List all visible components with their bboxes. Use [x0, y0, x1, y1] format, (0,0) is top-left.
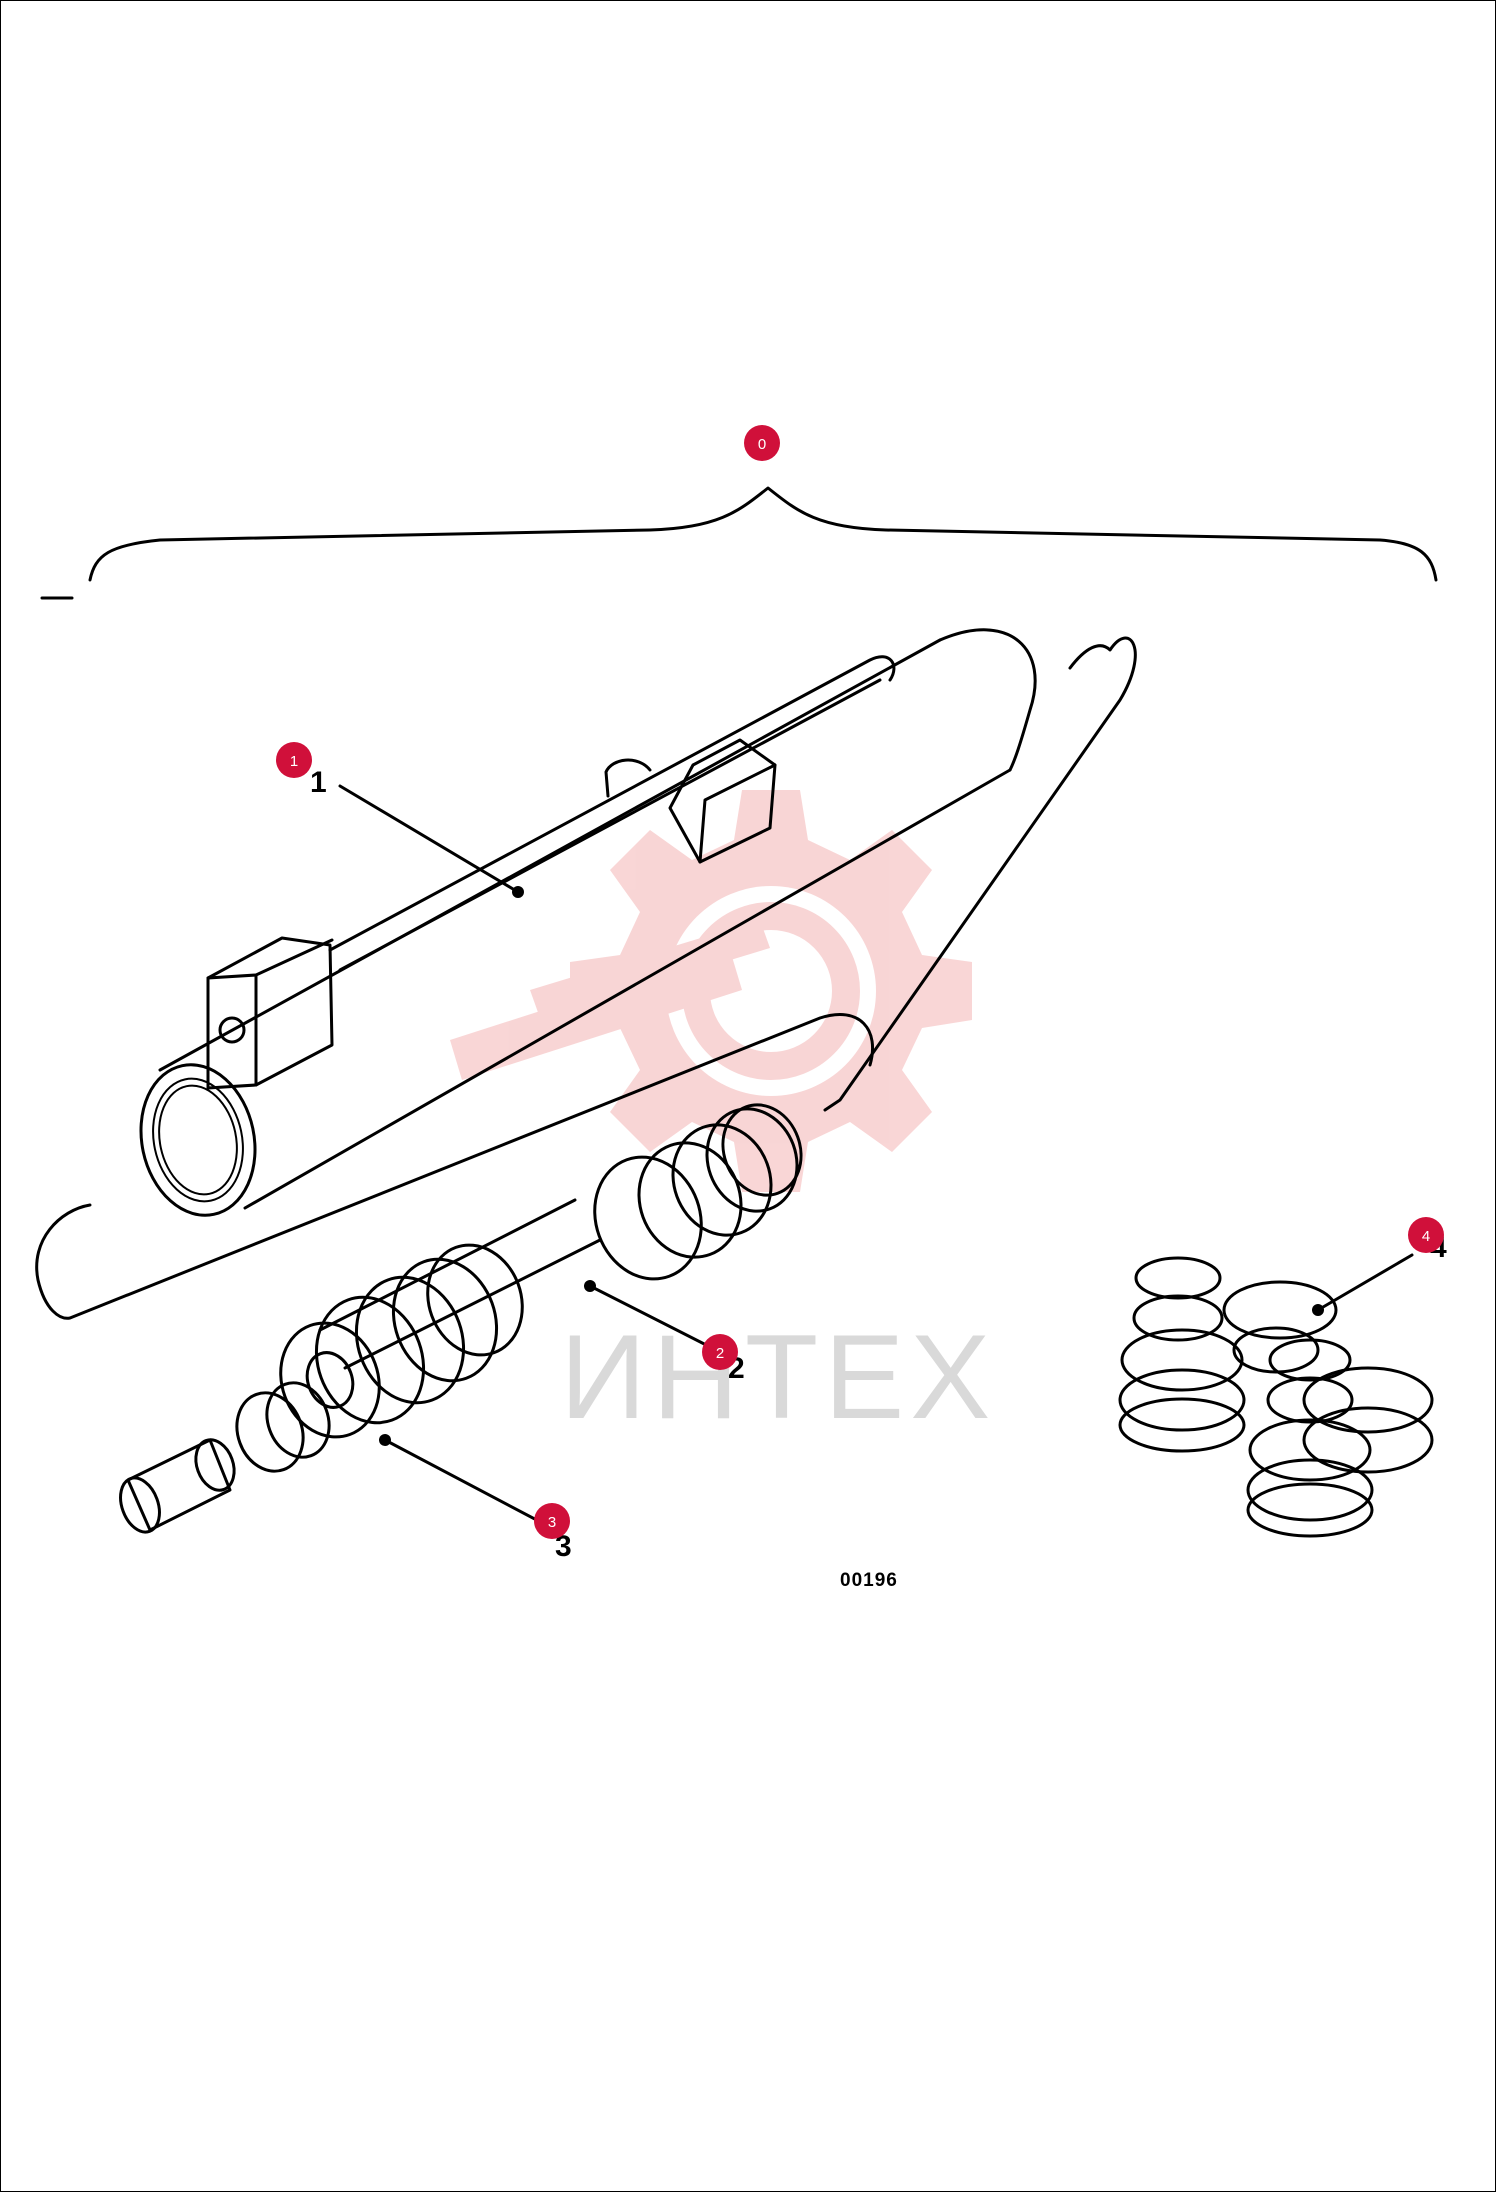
- retaining-wire-lower: [35, 1013, 875, 1320]
- part-number-3: 3: [555, 1530, 572, 1563]
- piston-rod-assembly: [318, 1103, 803, 1370]
- retaining-wire-upper: [823, 636, 1137, 1112]
- drawing-code: 00196: [840, 1570, 898, 1591]
- callout-marker-1[interactable]: 1: [276, 742, 312, 778]
- callout-marker-3[interactable]: 3: [534, 1503, 570, 1539]
- callout-marker-0-label: 0: [758, 436, 766, 453]
- watermark-text: ИНТЕХ: [560, 1310, 996, 1444]
- kit-brace: [88, 486, 1438, 582]
- part-number-1: 1: [310, 766, 327, 799]
- piston-gland-assembly: [119, 1243, 524, 1534]
- callout-marker-2-label: 2: [716, 1345, 724, 1362]
- callout-marker-4-label: 4: [1422, 1228, 1430, 1245]
- callout-marker-2[interactable]: 2: [702, 1334, 738, 1370]
- watermark-gear-icon: [450, 790, 972, 1192]
- seal-ring-set: [1118, 1256, 1434, 1538]
- callout-marker-0[interactable]: 0: [744, 425, 780, 461]
- callout-marker-4[interactable]: 4: [1408, 1217, 1444, 1253]
- leader-lines: [338, 784, 1414, 1528]
- callout-marker-3-label: 3: [548, 1514, 556, 1531]
- cylinder-barrel: [139, 628, 1037, 1217]
- callout-marker-1-label: 1: [290, 753, 298, 770]
